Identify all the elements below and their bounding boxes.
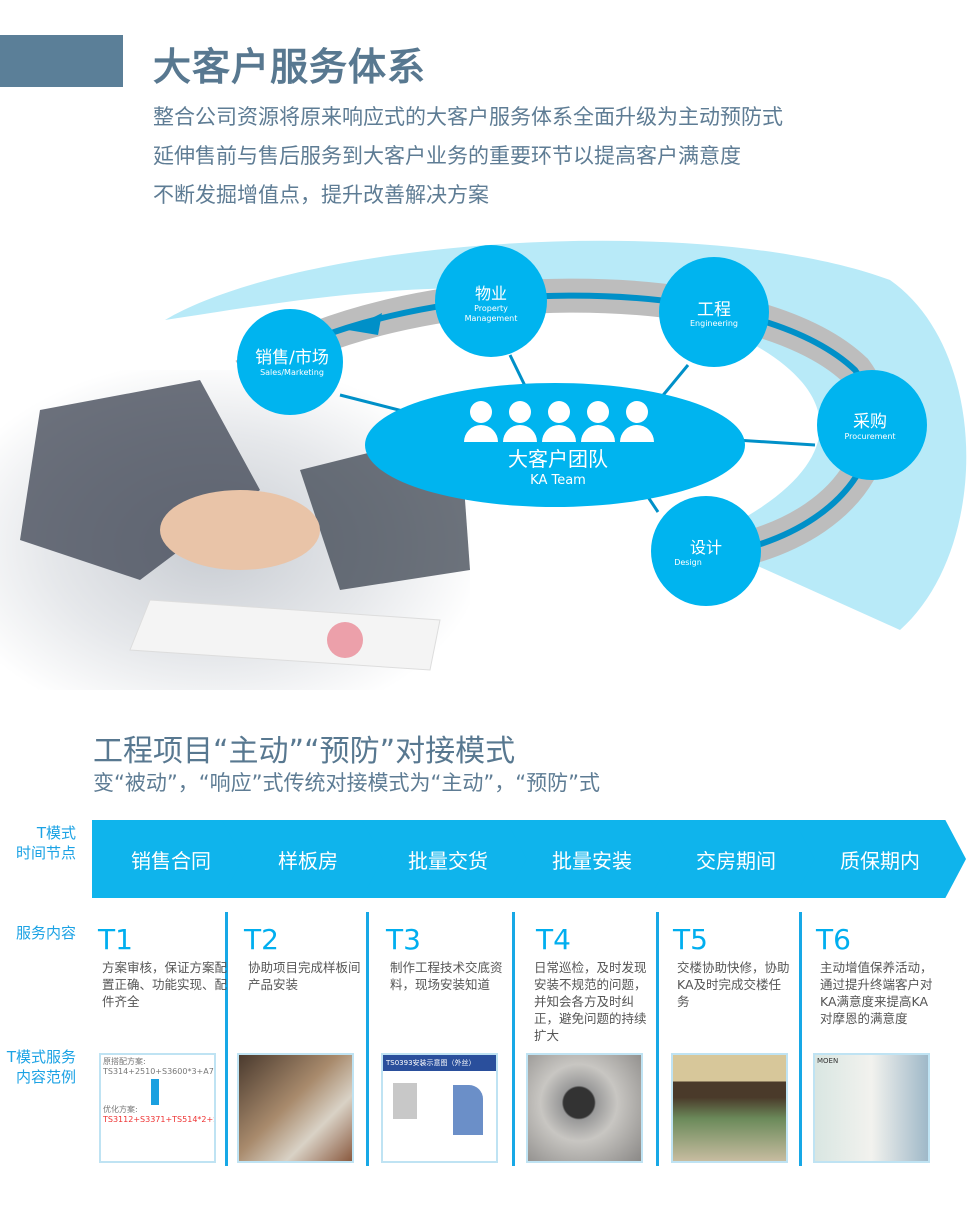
svg-text:销售/市场: 销售/市场	[255, 348, 329, 368]
column-divider	[366, 912, 369, 1166]
example-t5-photo	[671, 1053, 788, 1163]
example-t6-poster: MOEN	[813, 1053, 930, 1163]
ka-team-en: KA Team	[530, 473, 586, 488]
svg-text:Management: Management	[465, 314, 518, 323]
stage-chevron-6: 质保期内	[794, 820, 966, 898]
label-service: 服务内容	[15, 924, 76, 942]
section-subtitle: 变“被动”，“响应”式传统对接模式为“主动”，“预防”式	[93, 771, 601, 795]
svg-text:设计: 设计	[690, 538, 722, 557]
column-divider	[225, 912, 228, 1166]
svg-text:Design: Design	[674, 558, 702, 567]
intro-line-2: 延伸售前与售后服务到大客户业务的重要环节以提高客户满意度	[153, 144, 741, 168]
cycle-arrowhead	[348, 313, 382, 335]
example-t3-drawing: TS0393安装示意图（外丝）	[381, 1053, 498, 1163]
stage-chevron-1: 销售合同	[92, 820, 250, 898]
svg-text:Sales/Marketing: Sales/Marketing	[260, 368, 324, 377]
team-people-icon	[464, 401, 654, 442]
svg-text:工程: 工程	[697, 300, 731, 320]
svg-text:Procurement: Procurement	[844, 432, 895, 441]
svg-text:物业: 物业	[475, 284, 507, 303]
ka-team-cn: 大客户团队	[508, 447, 608, 471]
stage-chevron-4: 批量安装	[506, 820, 678, 898]
column-divider	[656, 912, 659, 1166]
stage-chevron-5: 交房期间	[650, 820, 822, 898]
cycle-arrow-path	[243, 292, 876, 553]
header-accent-bar	[0, 35, 123, 87]
example-t2-photo	[237, 1053, 354, 1163]
page-title: 大客户服务体系	[153, 45, 427, 89]
label-timeline: T模式时间节点	[15, 824, 76, 862]
column-divider	[512, 912, 515, 1166]
svg-text:Property: Property	[474, 304, 508, 313]
ka-team-ellipse	[365, 383, 745, 507]
stage-chevron-3: 批量交货	[362, 820, 534, 898]
example-t4-photo	[526, 1053, 643, 1163]
example-t1-config: 原搭配方案:TS314+2510+S3600*3+A725+731+13793 …	[99, 1053, 216, 1163]
label-examples: T模式服务内容范例	[6, 1048, 76, 1086]
column-divider	[799, 912, 802, 1166]
intro-line-3: 不断发掘增值点，提升改善解决方案	[153, 183, 489, 207]
svg-text:Engineering: Engineering	[690, 319, 738, 328]
intro-line-1: 整合公司资源将原来响应式的大客户服务体系全面升级为主动预防式	[153, 105, 783, 129]
stage-chevron-2: 样板房	[222, 820, 394, 898]
section-title: 工程项目“主动”“预防”对接模式	[93, 734, 516, 769]
svg-text:采购: 采购	[853, 412, 887, 432]
